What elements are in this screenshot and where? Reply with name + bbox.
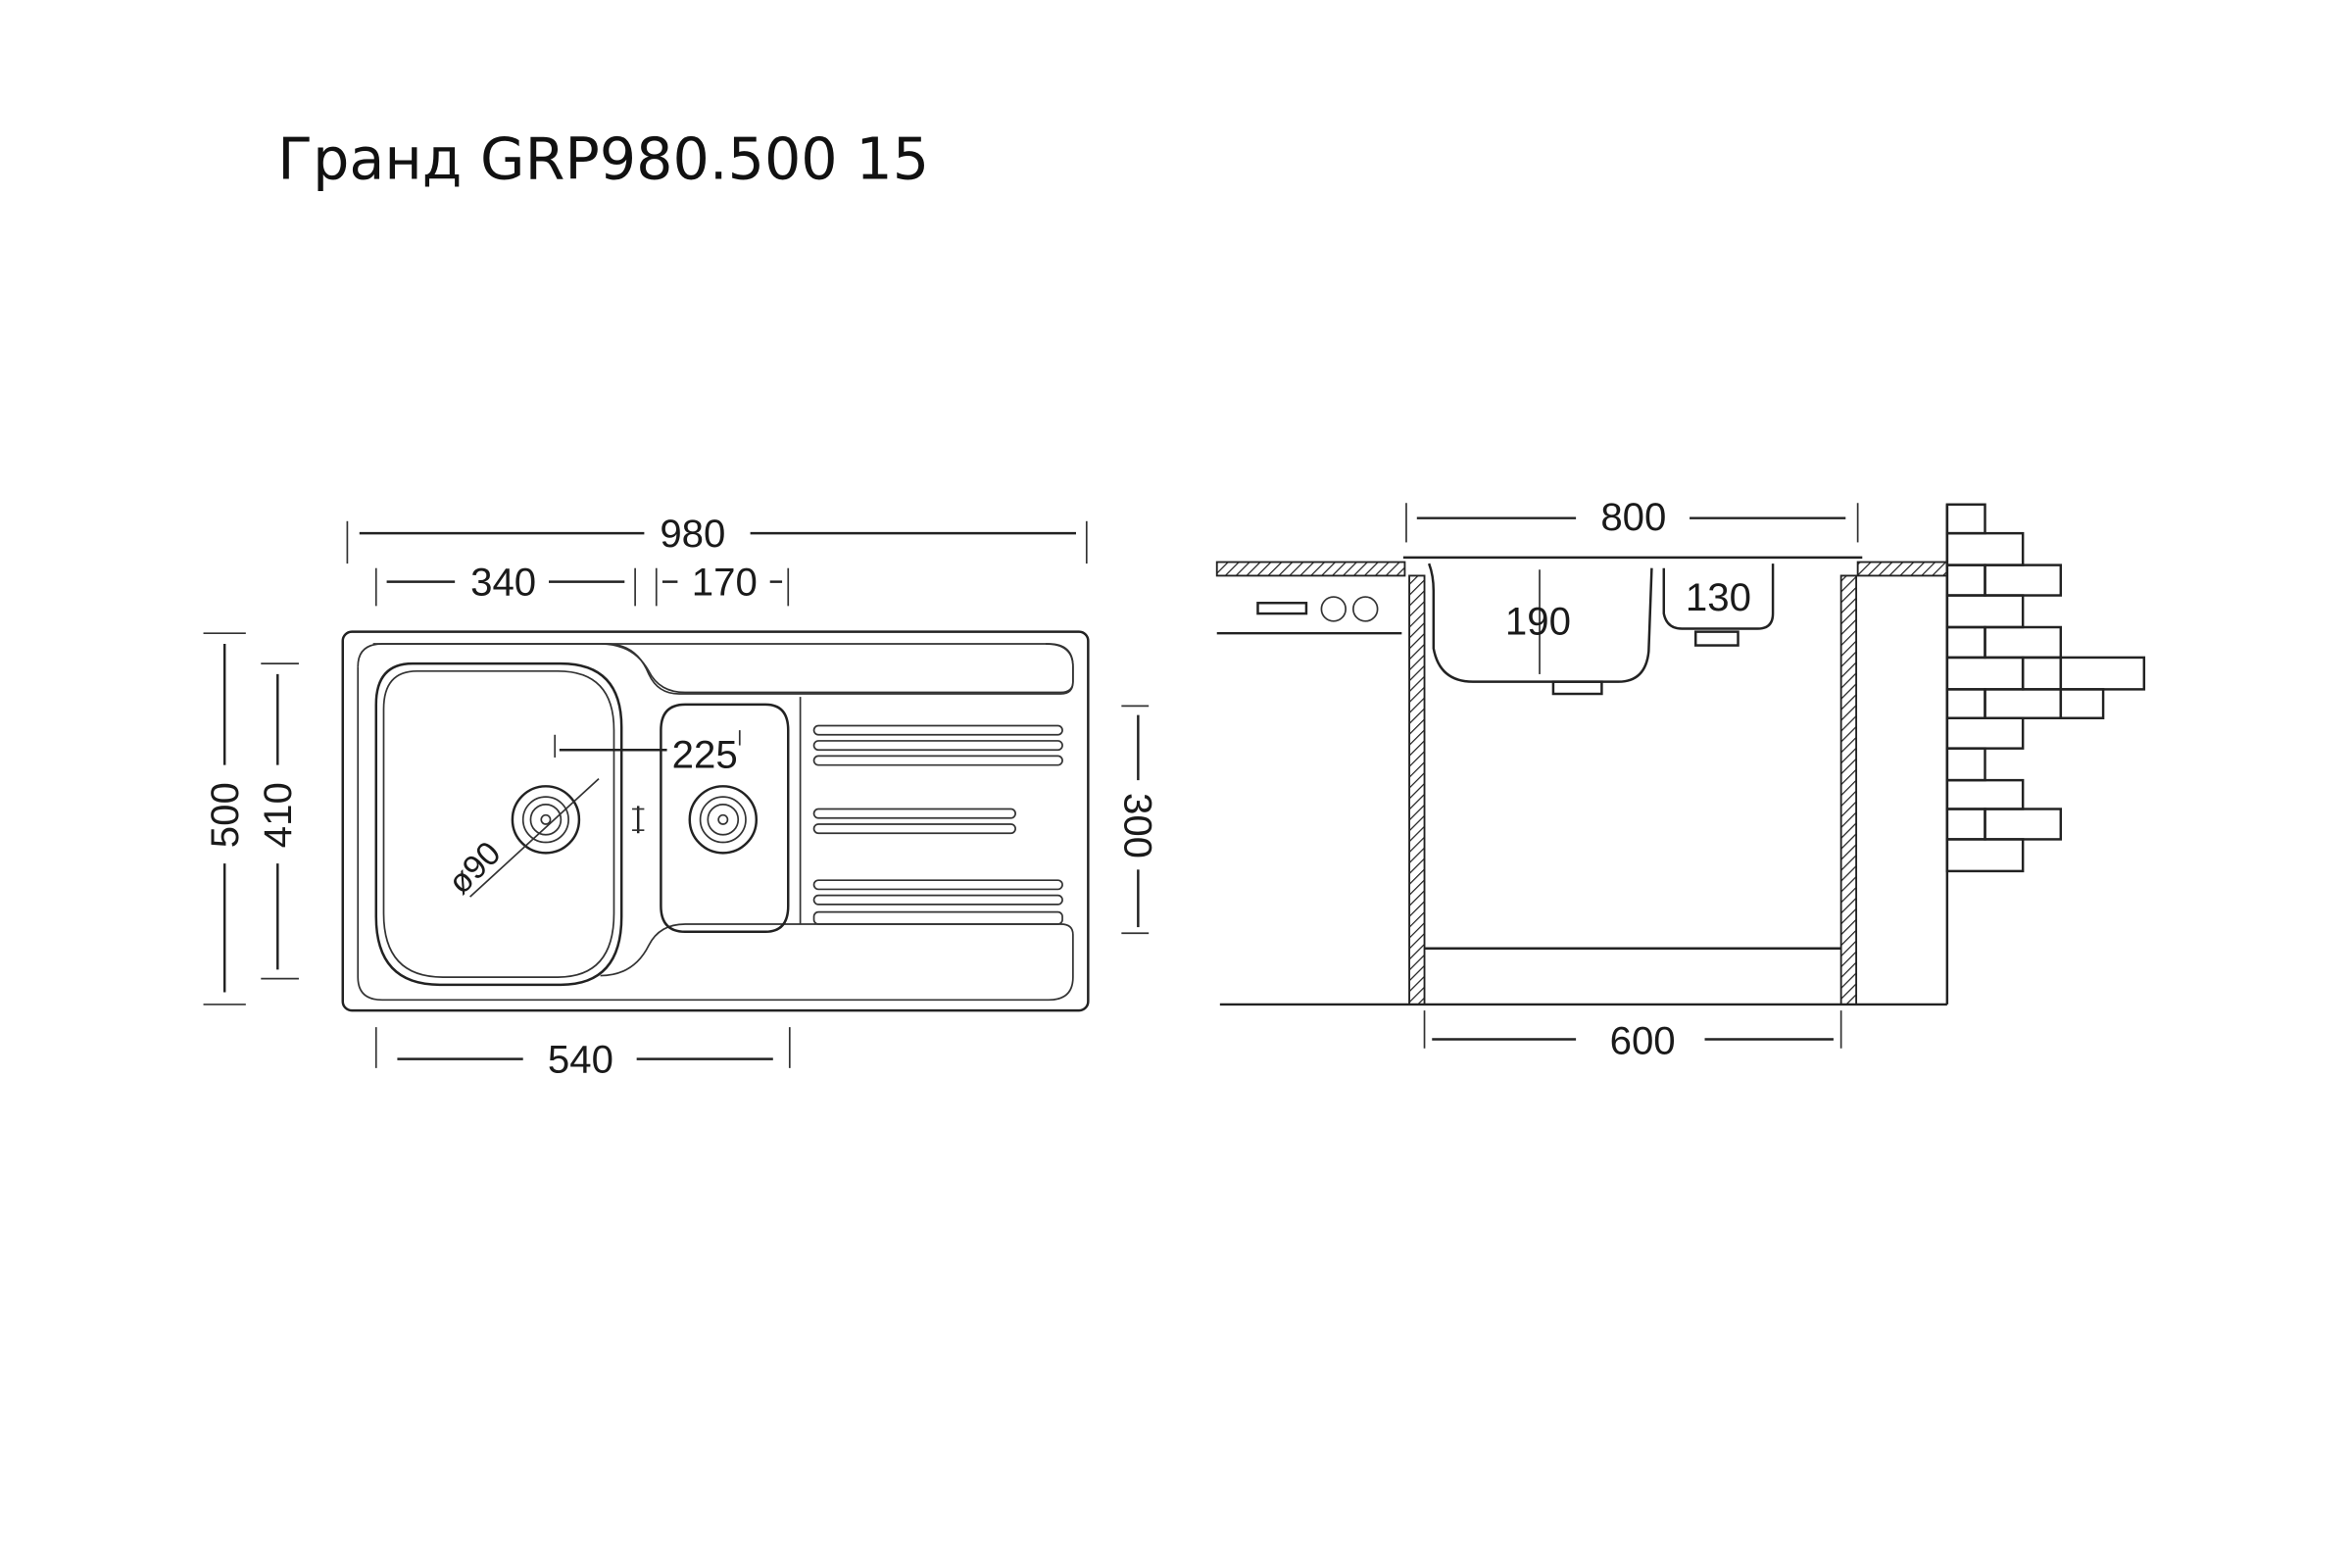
small-bowl — [660, 703, 790, 933]
dim-cabinet-width: 600 — [1610, 1019, 1676, 1063]
dim-bowl-depth: 410 — [256, 782, 300, 848]
top-view: 980 340 170 — [203, 512, 1160, 1081]
main-drain-profile-icon — [1551, 680, 1603, 696]
dim-overall-width: 980 — [660, 512, 725, 556]
dim-bowl-width: 340 — [470, 560, 536, 604]
main-bowl-profile — [1428, 563, 1653, 683]
small-drain-profile-icon — [1694, 630, 1740, 647]
dimension-800: 800 — [1405, 495, 1859, 543]
cabinet-wall-left — [1408, 574, 1426, 1005]
dim-small-bowl-width: 170 — [692, 560, 758, 604]
main-drain-icon — [511, 785, 581, 855]
appliance-knob-icon — [1352, 596, 1379, 622]
dimension-300: 300 — [1116, 705, 1160, 935]
countertop-right — [1856, 561, 1948, 577]
dim-overall-depth: 500 — [203, 782, 247, 848]
dim-side-small-bowl-depth: 130 — [1686, 575, 1751, 619]
dim-cabinet-min: 540 — [548, 1037, 613, 1081]
sink-outer-rim — [341, 630, 1090, 1012]
appliance-handle-icon — [1256, 602, 1308, 615]
countertop-left — [1215, 561, 1406, 577]
small-bowl-profile — [1662, 564, 1775, 630]
dimension-500: 500 — [203, 632, 247, 1005]
dimension-410: 410 — [256, 662, 300, 980]
dimension-980: 980 — [346, 512, 1088, 564]
dim-drain-diameter: ø90 — [441, 835, 508, 902]
dim-side-bowl-depth: 190 — [1505, 600, 1571, 644]
dim-bowl-center-offset: 225 — [672, 733, 738, 777]
drainboard-grooves — [812, 724, 1063, 925]
dimension-600: 600 — [1423, 1010, 1842, 1063]
side-view: 800 190 130 600 — [1215, 495, 2146, 1063]
dim-cutout-width: 800 — [1600, 495, 1666, 539]
cabinet-wall-right — [1839, 574, 1858, 1005]
page-title: Гранд GRP980.500 15 — [277, 124, 929, 192]
dim-small-bowl-depth: 300 — [1116, 793, 1160, 858]
dimension-540: 540 — [374, 1027, 791, 1081]
small-drain-icon — [688, 785, 759, 855]
overflow-icon — [632, 806, 645, 834]
appliance-knob-icon — [1320, 596, 1347, 622]
main-bowl — [374, 662, 623, 987]
dimension-340-170: 340 170 — [374, 560, 790, 607]
brick-wall — [1945, 503, 2146, 1004]
sink-rim-top — [372, 643, 1074, 695]
